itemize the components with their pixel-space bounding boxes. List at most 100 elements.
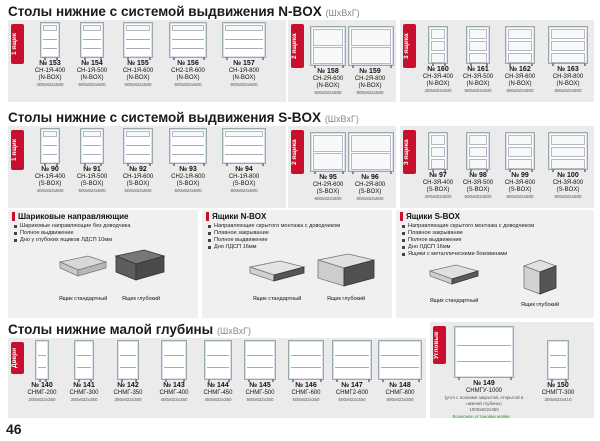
product-dim: 500х822х500	[464, 88, 492, 93]
product-sub: (S-BOX)	[126, 181, 150, 187]
product-num: № 146	[295, 382, 317, 389]
product-num: № 100	[557, 172, 579, 179]
product-dim: 600х822х500	[506, 88, 534, 93]
product-code: СН-1Я-500	[76, 174, 108, 180]
cabinet-illustration	[222, 22, 266, 60]
product-dim: 300х822х350	[70, 397, 98, 402]
feature-item: Полное выдвижение	[208, 237, 386, 244]
cabinet-illustration	[348, 132, 394, 174]
cabinet-illustration	[505, 26, 535, 66]
feature-item: Дно ЛДСП 16мм	[402, 244, 588, 251]
cabinet-illustration	[466, 26, 490, 66]
product-dim: 300х822х410	[544, 397, 572, 402]
product-num: № 97	[429, 172, 447, 179]
product-num: № 158	[317, 68, 339, 75]
product-code: СНМГ-450	[203, 390, 233, 396]
sbox-standard-caption: Ящик стандартный	[429, 298, 479, 304]
product-sub: (S-BOX)	[80, 181, 104, 187]
product-code: СНМГ-350	[113, 390, 143, 396]
product-code: СН-1Я-400	[34, 68, 66, 74]
cabinet-illustration	[548, 132, 588, 172]
feature-item: Плавное закрывание	[402, 230, 588, 237]
product-dim: 600х822х350	[338, 397, 366, 402]
product-code: СН-1Я-800	[228, 174, 260, 180]
nbox-deep-drawer-illustration	[317, 253, 375, 287]
product-dim: 800х822х500	[554, 88, 582, 93]
cabinet-illustration	[123, 128, 153, 166]
product-code: СН-3Я-500	[462, 180, 494, 186]
cabinet-illustration	[123, 22, 153, 60]
cabinet-illustration	[222, 128, 266, 166]
product-dim: 800х822х350	[386, 397, 414, 402]
product-dim: 600х822х500	[314, 196, 342, 201]
product-code: СН-3Я-800	[552, 180, 584, 186]
product-num: № 141	[73, 382, 95, 389]
product-sub: (N-BOX)	[126, 75, 150, 81]
cabinet-illustration	[74, 340, 94, 382]
product-sub: (S-BOX)	[176, 181, 200, 187]
product-sub: (N-BOX)	[508, 81, 532, 87]
product-dim: 800х822х500	[230, 188, 258, 193]
product-code: СН-1Я-500	[76, 68, 108, 74]
tab-three-drawers: 3 ящика	[403, 130, 416, 174]
product-code: СНМГ-300	[69, 390, 99, 396]
product-dim: 600х822х500	[314, 90, 342, 95]
product-num: № 144	[207, 382, 229, 389]
product-dim: 400х822х500	[424, 88, 452, 93]
cabinet-illustration	[332, 340, 372, 382]
cabinet-illustration	[310, 132, 346, 174]
product-num: № 153	[39, 60, 61, 67]
feature-item: Дно ЛДСП 16мм	[208, 244, 386, 251]
product-dim: 400х822х500	[36, 82, 64, 87]
product-num: № 142	[117, 382, 139, 389]
cabinet-illustration	[169, 22, 207, 60]
product-num: № 159	[359, 68, 381, 75]
product-code: СН-3Я-600	[504, 74, 536, 80]
cabinet-illustration	[35, 340, 49, 382]
product-dim: 1000х822х350	[469, 407, 499, 412]
product-code: СНМГ-600	[291, 390, 321, 396]
product-num: № 98	[469, 172, 487, 179]
tab-two-drawers: 2 ящика	[291, 130, 304, 174]
shallow-section-title: Столы нижние малой глубины (ШхВхГ)	[8, 322, 252, 337]
product-sub: (S-BOX)	[38, 181, 62, 187]
product-code: СН-2Я-800	[354, 76, 386, 82]
product-num: № 145	[249, 382, 271, 389]
product-dim: 400х822х350	[160, 397, 188, 402]
product-num: № 91	[83, 166, 101, 173]
product-dim: 400х822х500	[36, 188, 64, 193]
product-sub: (S-BOX)	[426, 187, 450, 193]
product-dim: 500х822х500	[464, 194, 492, 199]
info-title: Шариковые направляющие	[18, 212, 129, 221]
feature-item: Направляющие скрытого монтажа с доводчик…	[402, 223, 588, 230]
product-code: СН2-1Я-600	[171, 68, 205, 74]
cabinet-illustration	[466, 132, 490, 172]
product-dim: 450х822х350	[204, 397, 232, 402]
product-num: № 148	[389, 382, 411, 389]
product-dim: 800х822х500	[554, 194, 582, 199]
cabinet-illustration	[161, 340, 187, 382]
product-code: СН-1Я-600	[122, 174, 154, 180]
feature-list: Направляющие скрытого монтажа с доводчик…	[396, 223, 594, 258]
